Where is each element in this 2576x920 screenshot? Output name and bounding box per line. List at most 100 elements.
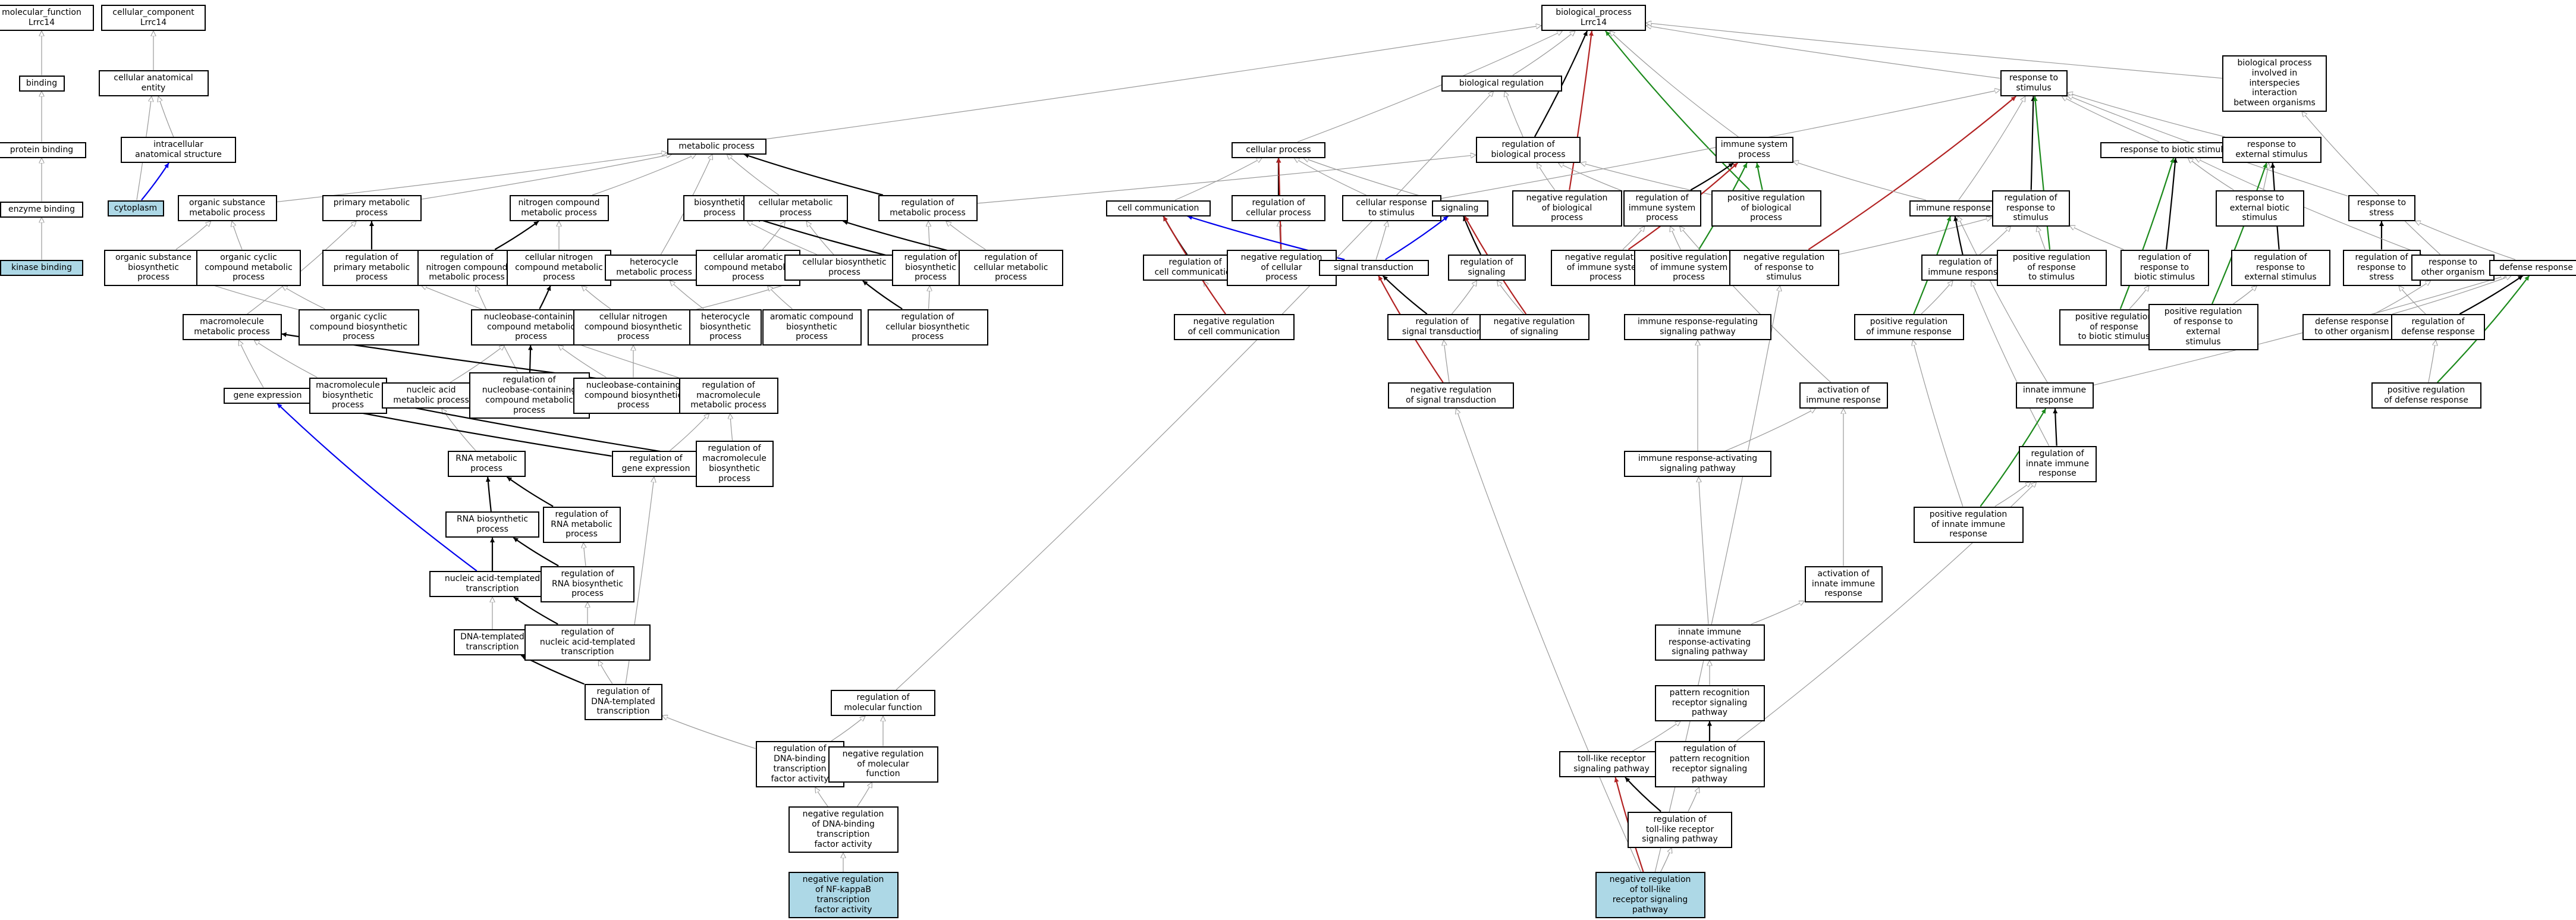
go-term-mp: metabolic process (667, 138, 766, 155)
edge-rbsp-to-rmp (928, 221, 929, 250)
edge-nrbp-to-bp (1569, 30, 1594, 190)
go-term-cmp: cellular metabolic process (743, 195, 848, 221)
edge-rrnamp-to-rnamp (506, 476, 554, 507)
edge-rdbtfa-to-rdtt (662, 715, 756, 749)
edge-rncmp-to-ncmp (494, 221, 539, 250)
edge-rir-to-ir (1953, 216, 1964, 255)
go-term-pmp: primary metabolic process (322, 195, 422, 221)
go-term-rrbs: regulation of response to biotic stimulu… (2120, 249, 2209, 286)
edge-prisp-to-risp (1670, 227, 1681, 250)
edge-rbp-to-bp (1534, 30, 1588, 137)
edge-nrst-to-rst (1444, 340, 1450, 383)
edge-nbcbp-to-nbcmp (558, 346, 607, 378)
edge-riir-to-iir (2053, 408, 2058, 446)
edge-iiarsp-to-aiir (1751, 601, 1804, 625)
edge-rcmp-to-cmp (843, 220, 959, 254)
go-term-rprrsp: regulation of pattern recognition recept… (1654, 741, 1765, 787)
go-term-nrbp: negative regulation of biological proces… (1512, 190, 1622, 227)
go-term-st: signal transduction (1318, 259, 1429, 276)
edge-acbp-to-cacmp (768, 286, 793, 309)
edge-iiarsp-to-iarsp (1698, 477, 1709, 624)
go-term-rnabp: RNA biosynthetic process (445, 511, 539, 538)
go-term-rrstr: regulation of response to stress (2342, 249, 2421, 286)
edge-rdbtfa-to-rmf (831, 716, 865, 742)
go-term-rrts: regulation of response to stimulus (1991, 190, 2070, 227)
edge-ias-to-cae (158, 96, 174, 137)
go-term-namp: nucleic acid metabolic process (381, 382, 481, 409)
go-term-rebs: response to external biotic stimulus (2215, 190, 2304, 227)
edge-rcbp-to-rbsp (929, 286, 930, 309)
go-term-res: response to external stimulus (2222, 137, 2321, 163)
go-term-nrsig: negative regulation of signaling (1479, 314, 1589, 340)
edge-ccom-to-cp (1174, 158, 1262, 201)
go-term-iiarsp: innate immune response-activating signal… (1654, 624, 1765, 661)
edge-iir-to-ir (1958, 216, 2048, 383)
go-term-priir: positive regulation of innate immune res… (1913, 506, 2024, 543)
edge-rst-to-st (1382, 275, 1428, 315)
edge-risp-to-isp (1690, 162, 1734, 191)
edge-rmf-to-breg (896, 92, 1494, 690)
edge-rebs-to-res (2263, 163, 2269, 190)
edge-rsig-to-sig (1463, 216, 1482, 255)
go-term-mbp: macromolecule biosynthetic process (309, 377, 387, 414)
go-term-aiir: activation of innate immune response (1804, 566, 1883, 602)
edge-rnabp-to-rnamp (485, 476, 492, 512)
edge-cmp-to-mp (727, 155, 780, 196)
edge-osmp-to-mp (277, 153, 667, 203)
edge-air-to-risp (1680, 227, 1832, 383)
edge-nrdbtfa-to-rdbtfa (815, 787, 828, 807)
edge-rdr-to-rrstr (2399, 286, 2426, 315)
go-term-rnat: regulation of nucleic acid-templated tra… (524, 624, 651, 661)
edge-mmp-to-pmp (247, 221, 356, 315)
go-term-rrnabp: regulation of RNA biosynthetic process (541, 566, 634, 602)
go-term-prir: positive regulation of immune response (1854, 314, 1964, 340)
edge-rrbs-to-rbs (2165, 158, 2178, 250)
go-term-rmf: regulation of molecular function (831, 690, 935, 716)
edge-riir-to-rir (1971, 281, 2050, 446)
edge-rir-to-rrts (1979, 227, 2010, 255)
go-term-ebind: enzyme binding (0, 201, 83, 218)
go-term-osbp: organic substance biosynthetic process (103, 249, 203, 286)
go-term-rmbp: regulation of macromolecule biosynthetic… (695, 441, 774, 487)
go-term-rts: response to stimulus (2000, 70, 2068, 96)
edge-rrts-to-rts (2030, 96, 2036, 190)
go-term-mf: molecular_function Lrrc14 (0, 5, 94, 31)
edge-pmp-to-mp (421, 155, 672, 200)
go-term-rnbcmp: regulation of nucleobase-containing comp… (469, 372, 590, 419)
go-term-acbp: aromatic compound biosynthetic process (762, 309, 862, 346)
edge-rtlrsp-to-rprrsp (1688, 787, 1699, 812)
go-term-nrtlrsp: negative regulation of toll-like recepto… (1595, 872, 1705, 918)
go-term-rres: regulation of response to external stimu… (2231, 249, 2330, 286)
edge-sig-to-cp (1303, 158, 1435, 201)
edge-rcbp-to-cbp (862, 280, 903, 310)
edge-prdr-to-rdr (2428, 340, 2436, 383)
go-term-mmp: macromolecule metabolic process (182, 314, 282, 340)
go-term-cncmp: cellular nitrogen compound metabolic pro… (507, 249, 611, 286)
edge-occbp-to-osbp (203, 282, 299, 310)
go-term-cae: cellular anatomical entity (98, 70, 209, 96)
edge-rts-to-bp (1646, 26, 2000, 79)
go-term-ias: intracellular anatomical structure (121, 137, 236, 163)
edge-priir-to-iir (1980, 408, 2047, 507)
edge-droo-to-rtoo (2374, 281, 2430, 315)
go-term-iir: innate immune response (2015, 382, 2094, 409)
go-term-riir: regulation of innate immune response (2018, 445, 2097, 482)
go-term-bind: binding (18, 75, 65, 92)
go-term-iarsp: immune response-activating signaling pat… (1624, 451, 1771, 477)
go-term-crs: cellular response to stimulus (1342, 195, 1441, 221)
go-term-air: activation of immune response (1799, 382, 1888, 409)
edge-rtlrsp-to-tlrsp (1625, 777, 1661, 812)
edge-breg-to-bp (1512, 31, 1575, 76)
go-term-prbp: positive regulation of biological proces… (1711, 190, 1821, 227)
edge-rmp-to-mp (743, 153, 884, 196)
go-term-nrcp: negative regulation of cellular process (1226, 249, 1337, 286)
edge-rdtt-to-rnat (598, 661, 613, 684)
edge-nrdbtfa-to-nrmf (857, 783, 872, 807)
edge-st-to-crs (1375, 221, 1387, 260)
go-term-osmp: organic substance metabolic process (177, 195, 277, 221)
go-term-prrsp: pattern recognition receptor signaling p… (1654, 684, 1765, 721)
go-term-nrnfkb: negative regulation of NF-kappaB transcr… (788, 872, 899, 918)
go-term-rdr: regulation of defense response (2391, 314, 2485, 340)
go-term-nrrts: negative regulation of response to stimu… (1729, 249, 1839, 286)
go-term-pbind: protein binding (0, 142, 86, 158)
